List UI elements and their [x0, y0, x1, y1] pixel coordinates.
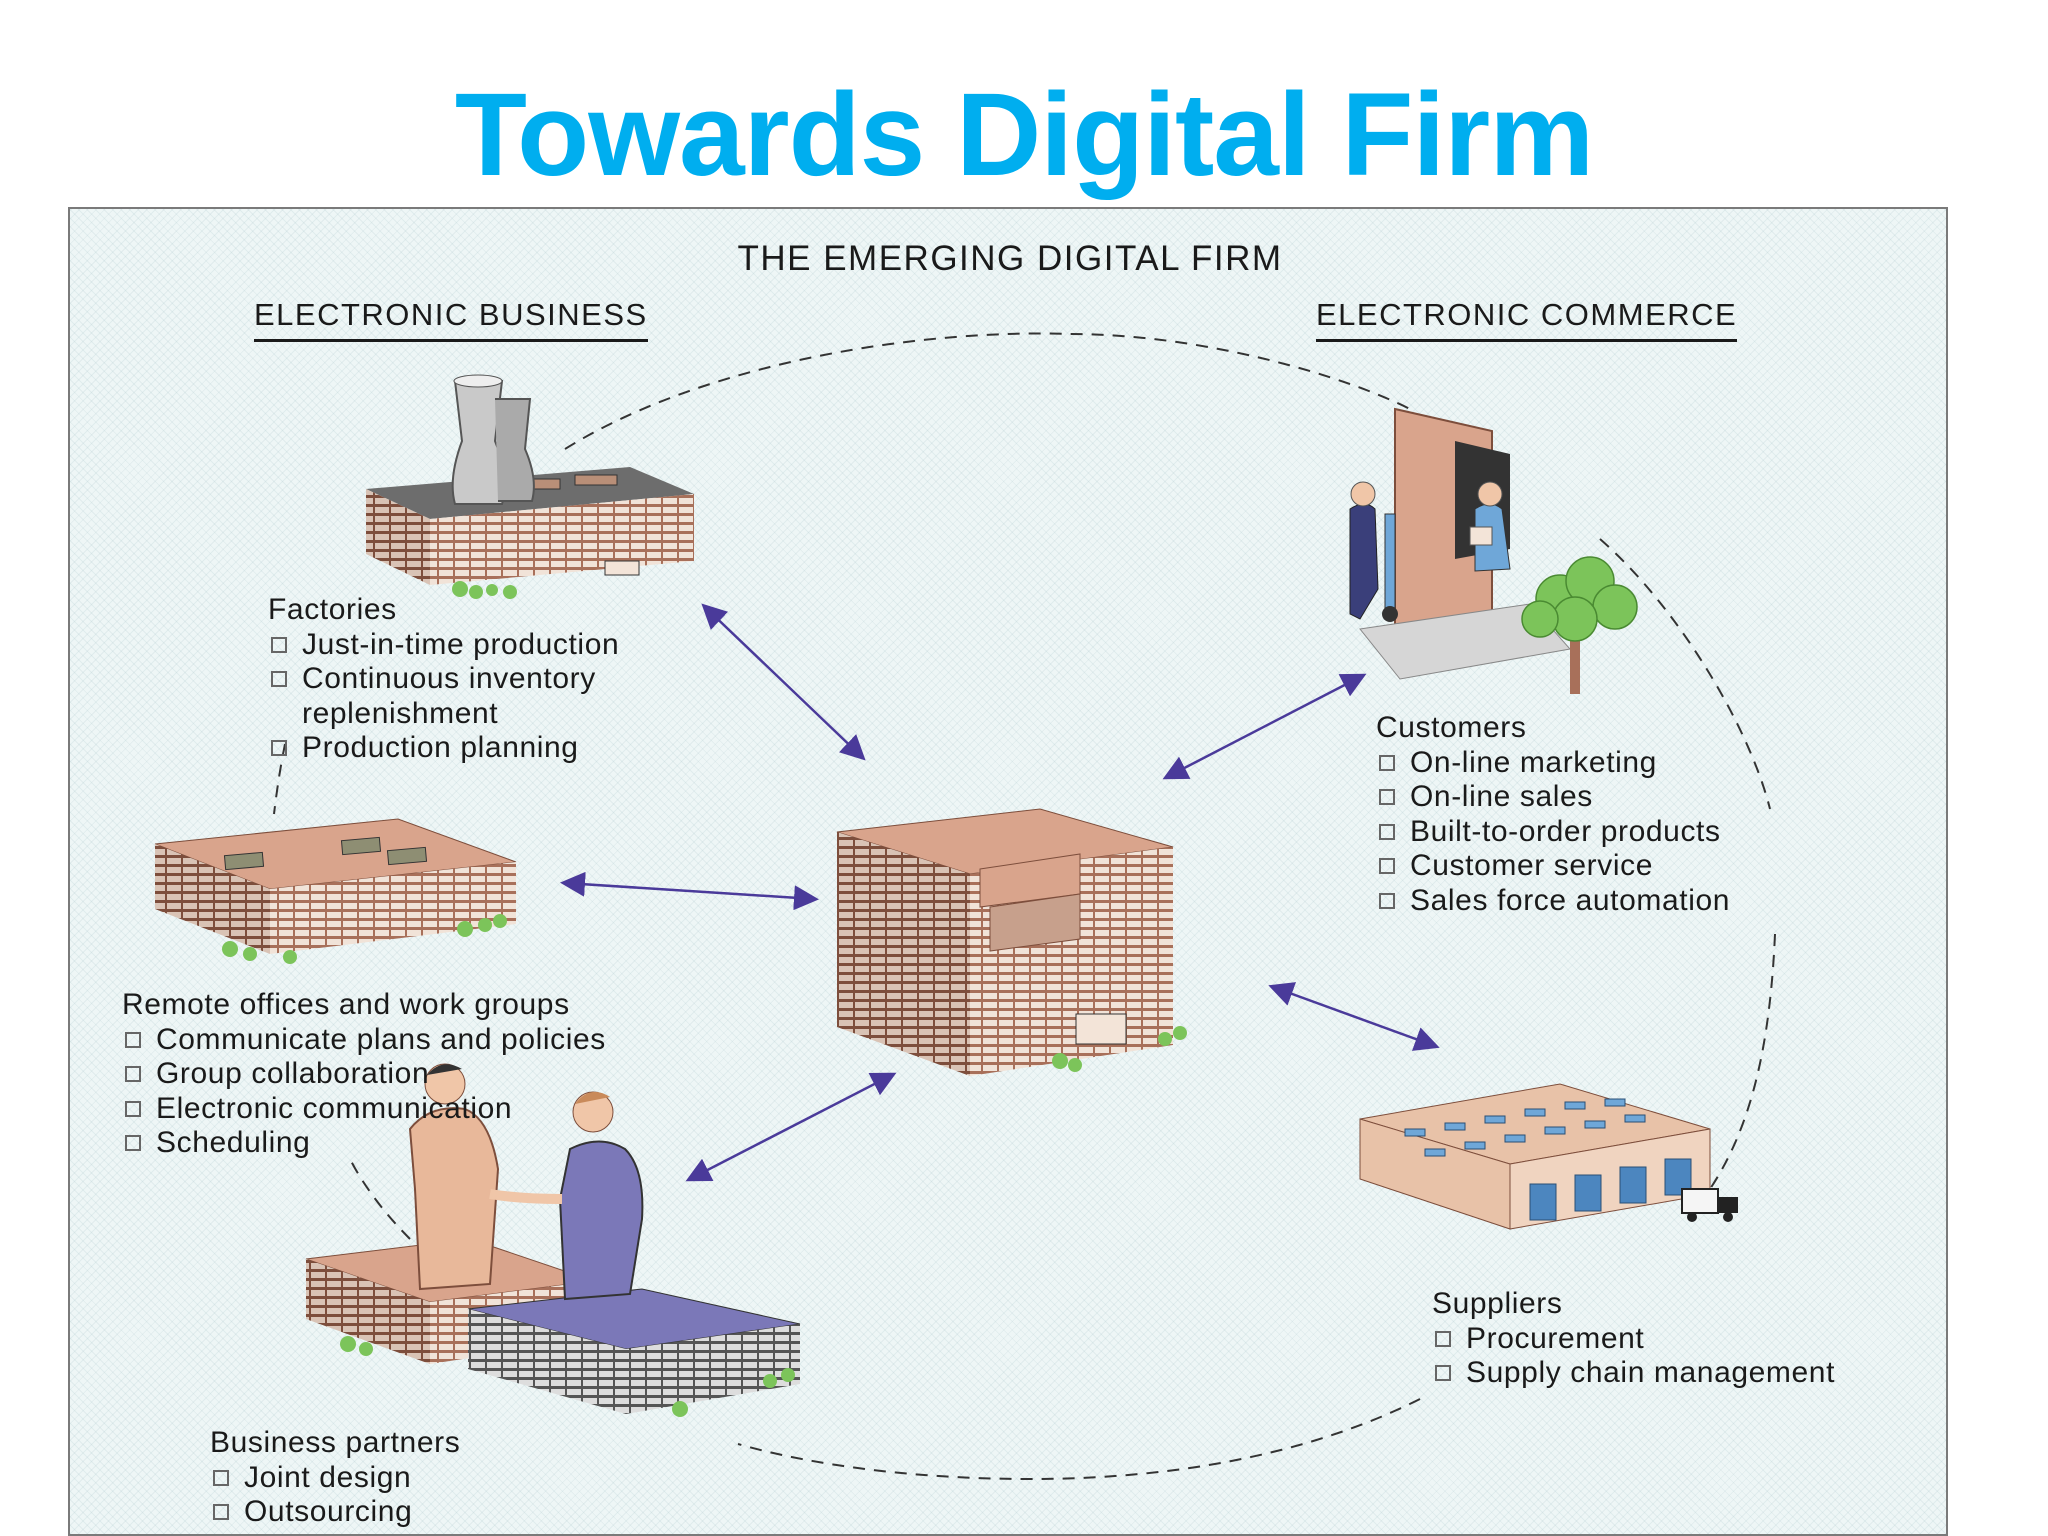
section-heading-electronic-business: ELECTRONIC BUSINESS — [254, 297, 648, 342]
list-item: Communicate plans and policies — [122, 1023, 782, 1058]
checkbox-icon — [271, 740, 287, 756]
truck-icon — [1681, 1188, 1738, 1222]
list-item: Group collaboration — [122, 1057, 782, 1092]
section-heading-electronic-commerce: ELECTRONIC COMMERCE — [1316, 297, 1738, 342]
checkbox-icon — [213, 1469, 229, 1486]
list-item: Built-to-order products — [1376, 815, 1896, 850]
checkbox-icon — [125, 1066, 141, 1082]
customers-illustration — [1349, 407, 1638, 694]
list-item: Joint design — [210, 1461, 610, 1496]
suppliers-group: Suppliers Procurement Supply chain manag… — [1432, 1287, 1942, 1391]
list-item: Continuous inventory replenishment — [268, 662, 738, 731]
checkbox-icon — [1379, 754, 1395, 771]
checkbox-icon — [1379, 892, 1395, 909]
list-item: Production planning — [268, 731, 738, 766]
checkbox-icon — [1379, 789, 1395, 805]
checkbox-icon — [1435, 1330, 1451, 1347]
list-item: Customer service — [1376, 849, 1896, 884]
list-item: Electronic communication — [122, 1092, 782, 1127]
business-partners-group: Business partners Joint design Outsourci… — [210, 1426, 610, 1530]
diagram-panel: THE EMERGING DIGITAL FIRM ELECTRONIC BUS… — [68, 207, 1948, 1536]
checkbox-icon — [125, 1135, 141, 1151]
arrow-offices-hq — [560, 871, 819, 911]
checkbox-icon — [1379, 858, 1395, 874]
checkbox-icon — [125, 1031, 141, 1048]
list-item: Scheduling — [122, 1126, 782, 1161]
arrow-customers-hq — [1162, 673, 1367, 780]
headquarters-illustration — [836, 808, 1187, 1076]
list-item: On-line sales — [1376, 780, 1896, 815]
factory-illustration — [366, 374, 694, 599]
business-partners-illustration — [305, 1063, 801, 1417]
suppliers-illustration — [1359, 1083, 1738, 1230]
remote-office-illustration — [154, 818, 517, 964]
list-item: Procurement — [1432, 1322, 1942, 1357]
checkbox-icon — [271, 636, 287, 653]
checkbox-icon — [1435, 1365, 1451, 1381]
customers-group: Customers On-line marketing On-line sale… — [1376, 711, 1896, 918]
checkbox-icon — [1379, 823, 1395, 840]
list-item: Sales force automation — [1376, 884, 1896, 919]
checkbox-icon — [213, 1504, 229, 1520]
business-partners-title: Business partners — [210, 1426, 461, 1459]
list-item: Outsourcing — [210, 1495, 610, 1530]
factories-title: Factories — [268, 593, 397, 626]
dashed-connection-ring — [273, 332, 1776, 1481]
checkbox-icon — [125, 1100, 141, 1117]
diagram-title: THE EMERGING DIGITAL FIRM — [737, 239, 1283, 278]
customers-title: Customers — [1376, 711, 1527, 744]
diagram-artwork — [154, 332, 1776, 1481]
arrow-factory-hq — [701, 603, 866, 761]
arrow-partners-hq — [685, 1072, 897, 1182]
list-item: On-line marketing — [1376, 746, 1896, 781]
connection-arrows — [560, 603, 1440, 1182]
list-item: Just-in-time production — [268, 628, 738, 663]
remote-offices-title: Remote offices and work groups — [122, 988, 570, 1021]
remote-offices-group: Remote offices and work groups Communica… — [122, 988, 782, 1161]
factories-group: Factories Just-in-time production Contin… — [268, 593, 738, 766]
list-item: Supply chain management — [1432, 1356, 1942, 1391]
arrow-suppliers-hq — [1268, 982, 1440, 1051]
slide-title: Towards Digital Firm — [454, 69, 1594, 201]
checkbox-icon — [271, 671, 287, 687]
suppliers-title: Suppliers — [1432, 1287, 1563, 1320]
